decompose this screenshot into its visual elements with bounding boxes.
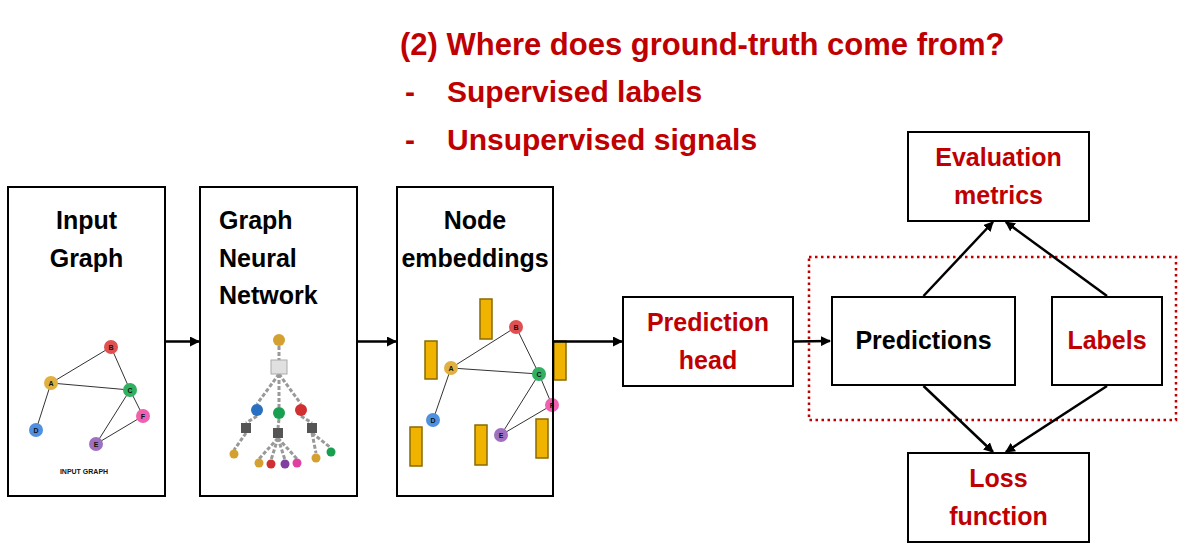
- arrow-connector: [924, 222, 994, 296]
- arrow-connector: [1006, 386, 1107, 452]
- box-label: Loss function: [929, 460, 1069, 535]
- dotted-group-outline: [809, 257, 1176, 420]
- box-label: Evaluation metrics: [914, 139, 1084, 214]
- embedding-vectors: [410, 299, 566, 466]
- process-box: Prediction head: [622, 296, 794, 387]
- box-label: Graph Neural Network: [219, 202, 344, 315]
- bullet-dash: -: [405, 123, 415, 157]
- graph-node-letter: B: [108, 344, 113, 351]
- figure-caption: INPUT GRAPH: [60, 468, 108, 475]
- box-label: Input Graph: [22, 202, 152, 277]
- bullet-text: Supervised labels: [447, 75, 702, 109]
- box-label: Node embeddings: [399, 202, 551, 277]
- arrow-connector: [794, 340, 830, 343]
- arrow-connector: [554, 340, 622, 343]
- arrow-connector: [166, 340, 199, 343]
- graph-node-letter: F: [141, 413, 145, 420]
- arrow-connector: [358, 340, 396, 343]
- bullet-text: Unsupervised signals: [447, 123, 757, 157]
- graph-node-letter: D: [430, 417, 435, 424]
- graph-node-letter: C: [127, 387, 132, 394]
- embedding-panel: Node embeddings: [396, 186, 554, 497]
- process-box: Loss function: [907, 452, 1090, 543]
- graph-node-letter: E: [94, 441, 99, 448]
- graph-node-letter: A: [48, 380, 53, 387]
- heading: (2) Where does ground-truth come from?: [400, 27, 1005, 63]
- graph-node-letter: E: [499, 432, 504, 439]
- model-panel: Graph Neural Network: [199, 186, 358, 497]
- graph-node-letter: A: [448, 365, 453, 372]
- process-box: Evaluation metrics: [907, 131, 1090, 222]
- box-label: Prediction head: [628, 304, 788, 379]
- arrow-connector: [1006, 222, 1107, 296]
- process-box: Labels: [1051, 296, 1163, 386]
- input-graph-figure: [29, 340, 150, 451]
- box-label: Predictions: [836, 322, 1011, 360]
- arrow-connector: [924, 386, 994, 452]
- box-label: Labels: [1055, 322, 1159, 360]
- graph-node-letter: C: [536, 371, 541, 378]
- graph-node-letter: B: [513, 324, 518, 331]
- bullet-dash: -: [405, 75, 415, 109]
- input-panel: Input Graph: [7, 186, 166, 497]
- gnn-tree-figure: [230, 334, 336, 469]
- process-box: Predictions: [831, 296, 1016, 386]
- graph-node-letter: D: [33, 427, 38, 434]
